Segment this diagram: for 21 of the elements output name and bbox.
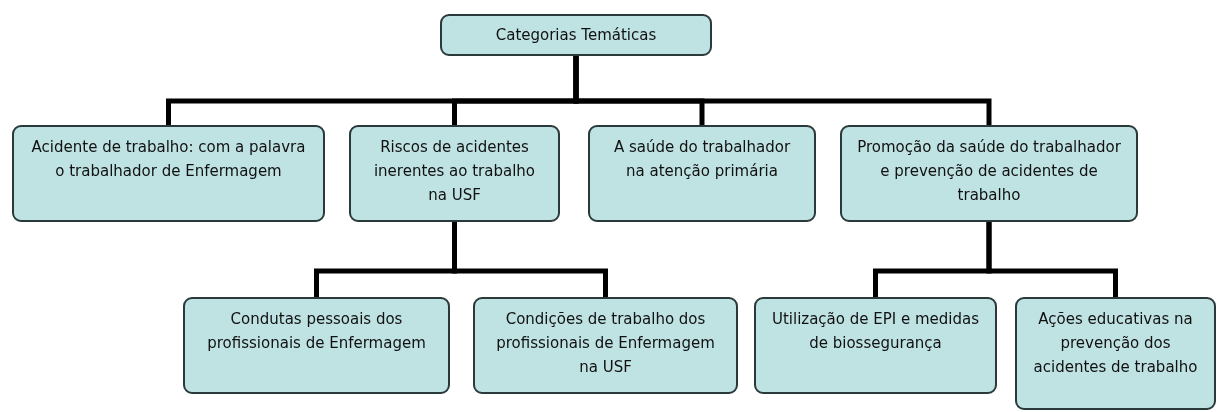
box-label: Acidente de trabalho: com a palavra o trabalhador de Enfermagem: [30, 137, 307, 182]
box-label: A saúde do trabalhador na atenção primária: [612, 137, 792, 182]
box-label: Promoção da saúde do trabalhador e prevenção de acidentes de trabalho: [856, 137, 1122, 206]
category-box: [183, 297, 450, 394]
connector-line: [986, 222, 1118, 297]
category-box: [440, 14, 712, 56]
category-box: [1015, 297, 1216, 410]
box-label: Ações educativas na prevenção dos acidentes de trabalho: [1032, 309, 1199, 378]
connector-line: [452, 222, 608, 297]
connector-line: [573, 56, 992, 125]
box-label: Riscos de acidentes inerentes ao trabalho na USF: [372, 137, 537, 206]
category-box: [840, 125, 1138, 222]
category-box: [588, 125, 816, 222]
box-label: Condutas pessoais dos profissionais de Enfermagem: [206, 309, 427, 354]
category-box: [12, 125, 325, 222]
category-box: [349, 125, 560, 222]
category-box: [754, 297, 997, 394]
box-label: Categorias Temáticas: [495, 25, 657, 46]
category-box: [473, 297, 738, 394]
box-label: Utilização de EPI e medidas de biossegurança: [770, 309, 981, 354]
box-label: Condições de trabalho dos profissionais de Enfermagem na USF: [495, 309, 716, 378]
